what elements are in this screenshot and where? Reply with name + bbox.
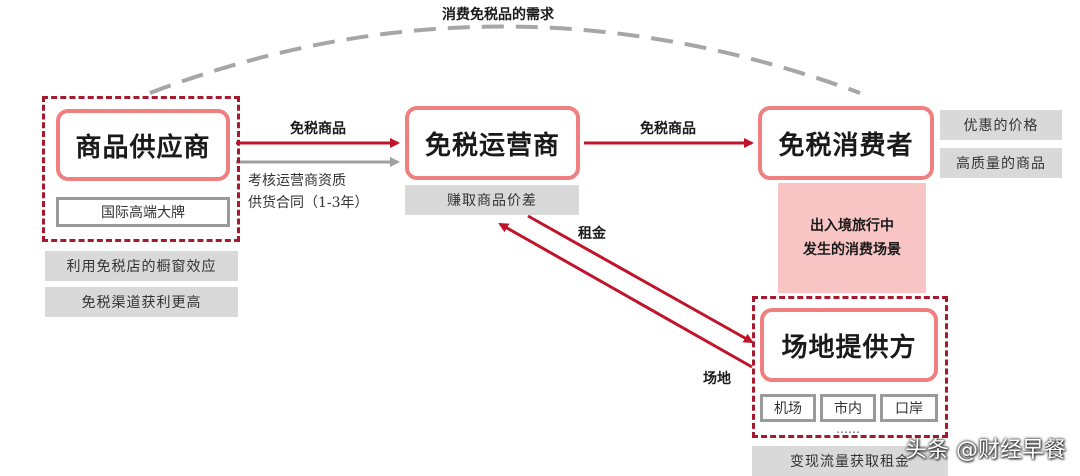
- venue-tag-downtown: 市内: [820, 394, 876, 422]
- watermark-text: 头条 @财经早餐: [905, 438, 1066, 463]
- venue-tag-airport: 机场: [760, 394, 816, 422]
- operator-benefit: 赚取商品价差: [405, 185, 579, 215]
- venue-tag-port: 口岸: [880, 394, 938, 422]
- node-supplier: 商品供应商: [56, 109, 230, 181]
- node-venue: 场地提供方: [760, 308, 938, 382]
- edge-label-operator-consumer: 免税商品: [640, 121, 696, 137]
- edge-label-supplier-operator: 免税商品: [290, 121, 346, 137]
- edge-label-venue: 场地: [703, 371, 731, 387]
- venue-benefit: 变现流量获取租金: [752, 446, 948, 476]
- supplier-tag: 国际高端大牌: [56, 197, 230, 227]
- node-operator: 免税运营商: [405, 106, 580, 180]
- edge-label-rent: 租金: [578, 226, 606, 242]
- demand-label: 消费免税品的需求: [442, 7, 554, 23]
- venue-group-border: [752, 296, 948, 438]
- consumer-scene-line-1: 出入境旅行中: [810, 218, 894, 234]
- arrow-rent: [527, 214, 754, 344]
- venue-tag-ellipsis: ……: [836, 422, 860, 436]
- consumer-scene-line-2: 发生的消费场景: [803, 242, 901, 258]
- consumer-scene: 出入境旅行中 发生的消费场景: [778, 183, 926, 293]
- demand-arc: [149, 24, 861, 95]
- arrow-venue: [498, 222, 753, 369]
- supplier-benefit-1: 利用免税店的橱窗效应: [45, 251, 238, 281]
- node-consumer: 免税消费者: [758, 106, 934, 180]
- assessment-note-1: 考核运营商资质: [248, 173, 346, 189]
- assessment-note-2: 供货合同（1-3年）: [248, 195, 369, 211]
- supplier-benefit-2: 免税渠道获利更高: [45, 287, 238, 317]
- consumer-benefit-2: 高质量的商品: [940, 148, 1062, 178]
- consumer-benefit-1: 优惠的价格: [940, 110, 1062, 140]
- supplier-group-border: [42, 96, 240, 242]
